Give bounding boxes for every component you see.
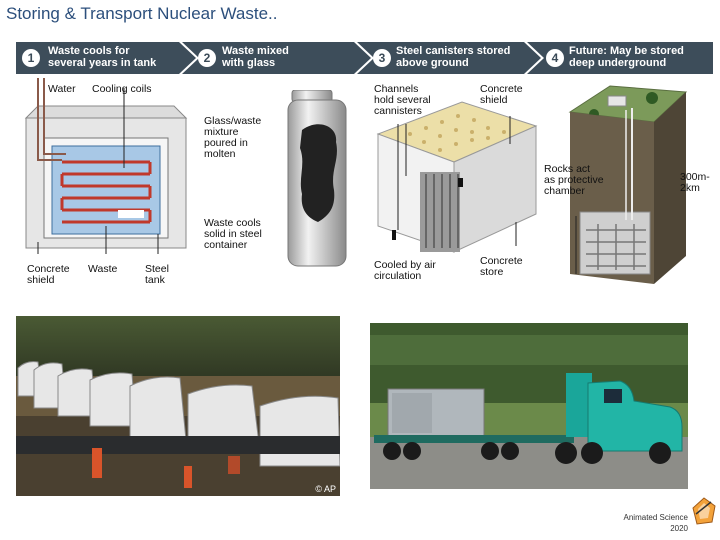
label-cooling-coils: Cooling coils [92,83,152,95]
glass-canister-illustration [287,90,347,267]
cooling-tank-illustration [24,78,188,254]
step-2-number: 2 [198,49,216,67]
label-waste: Waste [88,263,118,275]
steps-banner [16,42,713,74]
step-4-number: 4 [546,49,564,67]
label-depth: 300m-2km [680,171,710,194]
page-title: Storing & Transport Nuclear Waste.. [6,4,278,23]
step-3-number: 3 [373,49,391,67]
truck-transport-photo [370,323,688,489]
step-1-number: 1 [22,49,40,67]
photo-credit: © AP [315,484,336,494]
train-transport-photo: © AP [16,316,340,496]
deep-repository-illustration [568,85,688,284]
label-water: Water [48,83,76,95]
concrete-store-illustration [376,101,538,253]
animated-science-logo-icon [692,497,716,525]
